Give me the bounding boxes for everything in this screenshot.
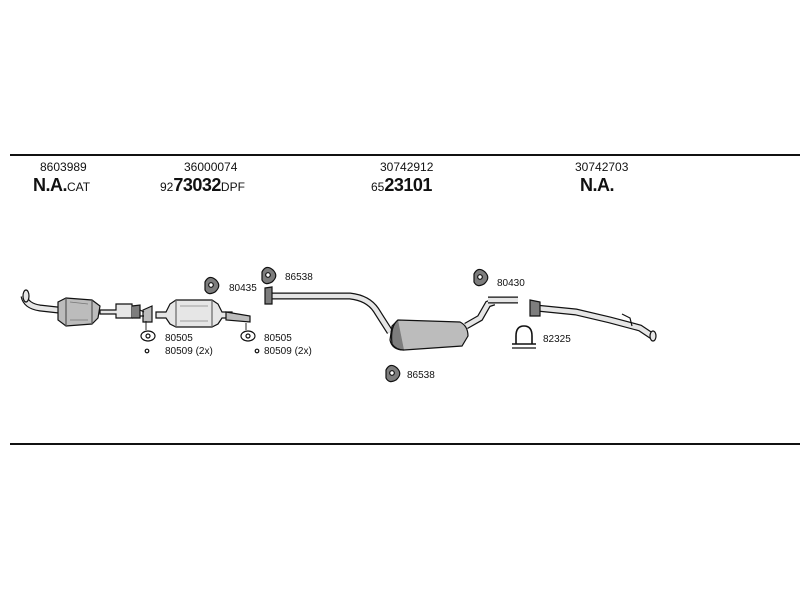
part-code-2: 9273032DPF	[160, 175, 245, 195]
label-80430: 80430	[497, 278, 525, 289]
front-pipe-catalyst	[20, 289, 141, 327]
hanger-86538-bottom	[385, 364, 401, 383]
label-80435: 80435	[229, 283, 257, 294]
gasket-group-2	[240, 330, 260, 354]
part-code-4: N.A.	[580, 175, 615, 195]
part-code-3: 6523101	[371, 175, 432, 195]
leader-lines	[145, 321, 247, 330]
clamp-82325	[512, 325, 536, 349]
hanger-80430	[473, 268, 489, 287]
label-86538-bottom: 86538	[407, 370, 435, 381]
label-86538-top: 86538	[285, 272, 313, 283]
label-82325: 82325	[543, 334, 571, 345]
ref-number-2: 36000074	[184, 160, 238, 174]
ref-number-3: 30742912	[380, 160, 434, 174]
label-80505-group1: 80505	[165, 333, 193, 344]
ref-number-4: 30742703	[575, 160, 629, 174]
dpf-filter	[155, 299, 251, 328]
intermediate-pipe-silencer	[264, 286, 518, 351]
label-80509-group2: 80509 (2x)	[264, 346, 312, 357]
bottom-rule	[10, 443, 800, 445]
part-code-1: N.A.CAT	[33, 175, 91, 195]
label-80505-group2: 80505	[264, 333, 292, 344]
top-rule	[10, 154, 800, 156]
label-80509-group1: 80509 (2x)	[165, 346, 213, 357]
ref-number-1: 8603989	[40, 160, 87, 174]
gasket-group-1	[139, 305, 156, 354]
tailpipe	[529, 299, 657, 342]
hanger-86538-top	[261, 266, 277, 285]
hanger-80435	[204, 276, 220, 295]
